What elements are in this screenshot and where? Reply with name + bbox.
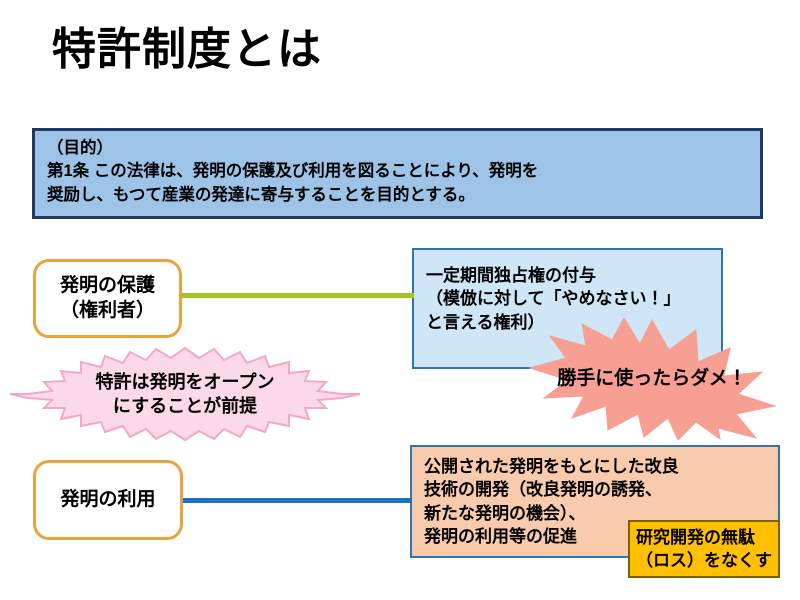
callout-reduce-rd-waste: 研究開発の無駄 （ロス）をなくす (628, 520, 780, 578)
page-title: 特許制度とは (52, 25, 322, 74)
burst-open-premise: 特許は発明をオープン にすることが前提 (8, 346, 362, 442)
burst-no-unauthorized-use: 勝手に使ったらダメ！ (528, 318, 776, 440)
law-purpose-text: （目的） 第1条 この法律は、発明の保護及び利用を図ることにより、発明を 奨励し… (47, 139, 539, 204)
burst-no-unauthorized-use-text: 勝手に使ったらダメ！ (557, 368, 747, 389)
connector-line-protection (180, 293, 414, 298)
detail-box-improvement: 公開された発明をもとにした改良 技術の開発（改良発明の誘発、 新たな発明の機会）… (410, 445, 780, 558)
branch-label-protection: 発明の保護 （権利者） (33, 259, 182, 338)
branch-label-utilization: 発明の利用 (33, 460, 183, 540)
burst-open-premise-text: 特許は発明をオープン にすることが前提 (95, 372, 275, 417)
law-purpose-box: （目的） 第1条 この法律は、発明の保護及び利用を図ることにより、発明を 奨励し… (32, 128, 763, 219)
connector-line-utilization (180, 498, 412, 503)
